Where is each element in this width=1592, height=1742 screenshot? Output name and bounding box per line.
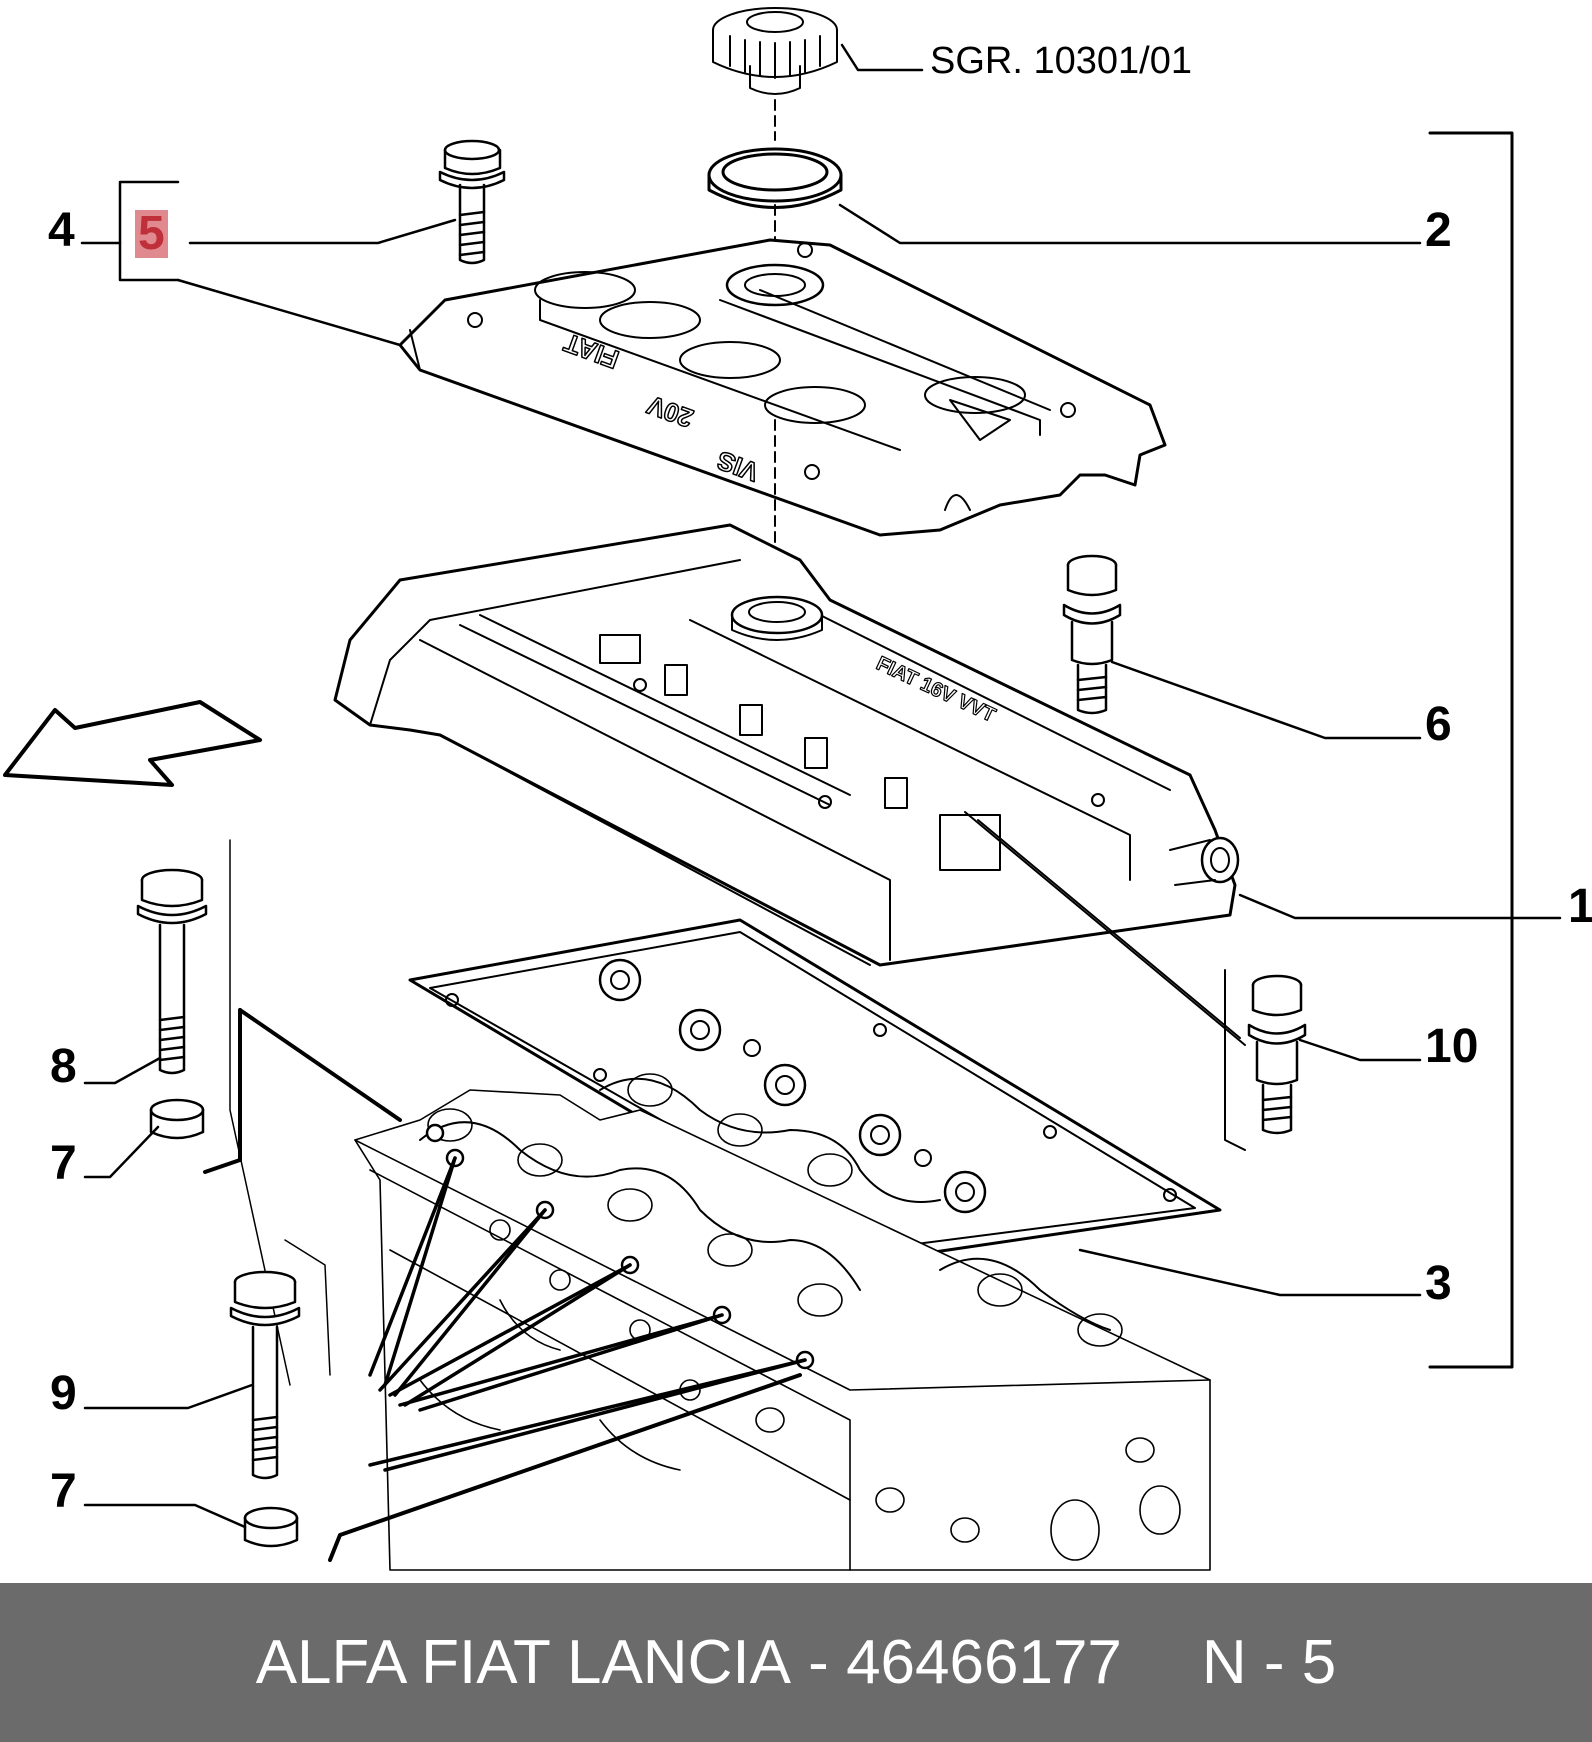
callout-2: 2	[1425, 204, 1452, 257]
footer-page: N - 5	[1201, 1628, 1337, 1697]
bolt-6	[1062, 554, 1122, 715]
callout-9: 9	[50, 1367, 77, 1420]
callout-7-upper: 7	[50, 1137, 77, 1190]
reference-label: SGR. 10301/01	[930, 40, 1192, 82]
callout-3: 3	[1425, 1257, 1452, 1310]
diagram-drawing: FIAT 20V VIS FIAT 16V VVT	[3, 7, 1562, 1571]
assembly-bracket	[1428, 131, 1514, 1369]
callout-8: 8	[50, 1040, 77, 1093]
cylinder-head	[354, 1073, 1211, 1571]
bolt-9	[229, 1270, 301, 1480]
washer-7-upper	[149, 1098, 205, 1140]
bolt-10	[1247, 974, 1307, 1135]
oil-filler-cap	[712, 7, 838, 95]
footer-part-number: 46466177	[846, 1628, 1122, 1697]
callout-leaders	[80, 43, 1562, 1529]
callout-5: 5	[135, 210, 168, 258]
footer-bar: ALFA FIAT LANCIA - 46466177 N - 5	[0, 1583, 1592, 1742]
bolt-cover	[438, 139, 506, 265]
cylinder-head-cover: FIAT 16V VVT	[333, 523, 1240, 967]
callout-10: 10	[1425, 1020, 1479, 1073]
callout-4-5-bracket	[118, 180, 180, 282]
callout-6: 6	[1425, 698, 1452, 751]
bolt-8	[136, 868, 208, 1075]
callout-7-lower: 7	[50, 1465, 77, 1518]
oil-hole-leaders	[368, 1156, 807, 1472]
callout-1: 1	[1568, 880, 1592, 933]
callout-4: 4	[48, 204, 75, 257]
washer-7-lower	[243, 1506, 299, 1548]
exploded-parts-diagram: FIAT 20V VIS FIAT 16V VVT	[3, 7, 1592, 1571]
filler-cap-seal	[707, 147, 843, 209]
footer-dash: -	[808, 1628, 829, 1697]
engine-top-cover: FIAT 20V VIS	[398, 238, 1167, 537]
direction-arrow-icon	[3, 700, 262, 787]
footer-brands: ALFA FIAT LANCIA	[255, 1628, 791, 1697]
